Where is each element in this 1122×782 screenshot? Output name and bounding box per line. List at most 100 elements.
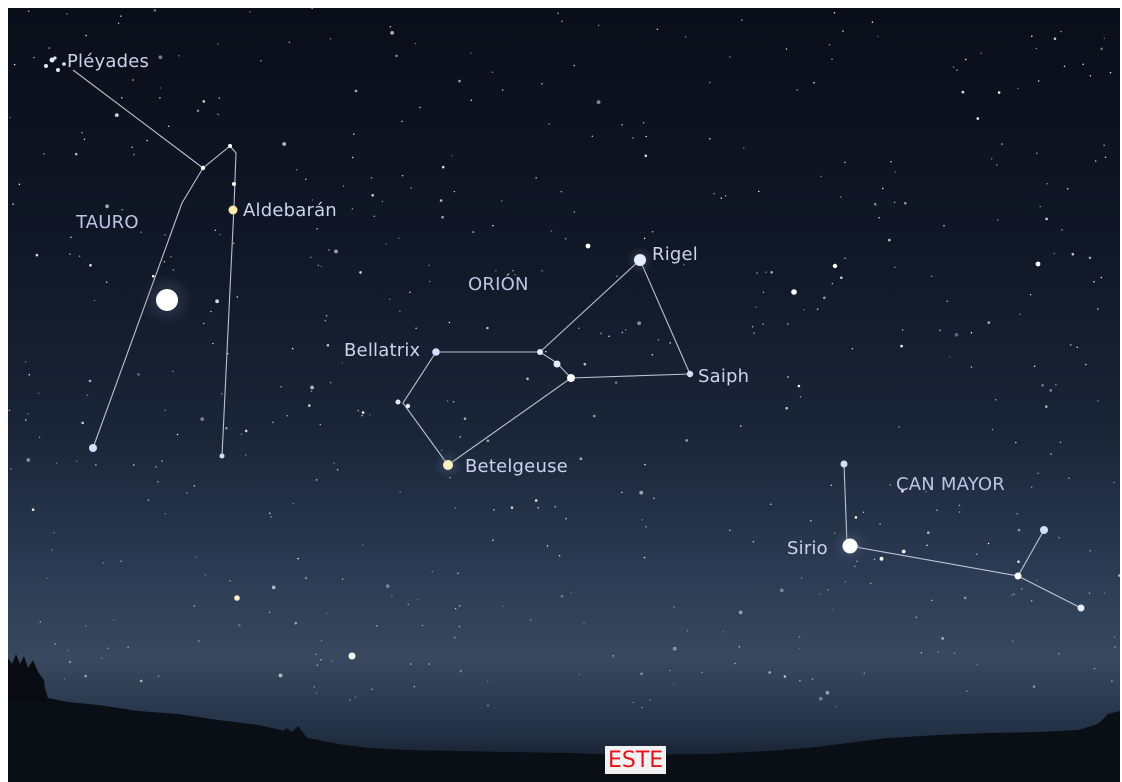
background-star	[66, 13, 68, 15]
background-star	[743, 147, 745, 149]
star-bellatrix	[432, 348, 440, 356]
background-star	[1020, 588, 1023, 590]
background-star	[409, 663, 412, 665]
background-star	[373, 215, 376, 218]
background-star	[315, 692, 318, 694]
background-star	[361, 411, 365, 414]
star-orion-head-1	[395, 399, 401, 405]
background-star	[1089, 550, 1091, 552]
background-star	[454, 507, 457, 510]
background-star	[643, 556, 646, 559]
background-star	[904, 201, 907, 205]
background-star	[139, 679, 143, 683]
background-star	[570, 591, 572, 594]
background-star	[550, 230, 553, 232]
background-star	[722, 630, 724, 633]
background-star	[132, 79, 134, 81]
star-bright-2	[234, 595, 240, 601]
background-star	[39, 621, 42, 623]
background-star	[1037, 80, 1040, 82]
background-star	[1100, 276, 1103, 279]
background-star	[316, 664, 319, 666]
background-star	[578, 673, 580, 676]
background-star	[294, 621, 298, 625]
background-star	[669, 669, 671, 672]
background-star	[583, 622, 585, 624]
background-star	[1097, 308, 1099, 310]
background-star	[729, 56, 731, 58]
star-orion-belt-3	[567, 374, 575, 382]
background-star	[492, 539, 494, 542]
background-star	[370, 177, 373, 179]
background-star	[441, 165, 445, 169]
background-star	[970, 332, 973, 334]
star-pleyades-5	[53, 56, 57, 60]
background-star	[901, 549, 906, 554]
background-star	[686, 629, 689, 632]
background-star	[930, 275, 933, 278]
background-star	[649, 698, 651, 701]
background-star	[260, 60, 262, 62]
background-star	[413, 685, 416, 688]
background-star	[1015, 441, 1017, 444]
background-star	[310, 390, 313, 392]
background-star	[458, 605, 461, 607]
background-star	[741, 19, 743, 21]
background-star	[936, 509, 938, 511]
background-star	[1109, 71, 1112, 74]
background-star	[873, 202, 877, 206]
star-bright-4	[585, 243, 591, 249]
background-star	[236, 296, 239, 298]
background-star	[738, 610, 743, 615]
star-bright-1	[348, 652, 356, 660]
background-star	[545, 350, 547, 353]
orion-body	[402, 351, 572, 466]
background-star	[70, 236, 72, 238]
background-star	[164, 409, 166, 411]
background-star	[105, 204, 109, 209]
orion-arm	[539, 259, 691, 375]
can-mayor-label: CAN MAYOR	[896, 474, 1006, 495]
background-star	[641, 706, 643, 709]
background-star	[157, 480, 159, 483]
background-star	[371, 194, 375, 197]
background-star	[164, 233, 166, 236]
background-star	[640, 672, 643, 676]
star-pleyades-1	[49, 57, 55, 63]
background-star	[25, 419, 27, 421]
background-star	[683, 264, 685, 266]
background-star	[155, 466, 157, 468]
background-star	[565, 517, 567, 520]
background-star	[271, 585, 276, 590]
background-star	[825, 690, 830, 695]
background-star	[196, 109, 200, 113]
background-star	[85, 624, 87, 627]
background-star	[451, 154, 454, 157]
background-star	[186, 492, 188, 494]
background-star	[486, 439, 490, 443]
background-star	[541, 269, 543, 272]
background-star	[797, 384, 801, 388]
background-star	[297, 557, 299, 560]
background-star	[95, 464, 97, 466]
background-star	[685, 439, 688, 442]
background-star	[976, 553, 978, 556]
background-star	[27, 10, 30, 13]
background-star	[844, 581, 847, 583]
background-star	[351, 208, 354, 210]
background-star	[428, 264, 431, 267]
background-star	[888, 238, 891, 242]
tree-silhouette	[8, 654, 46, 702]
background-star	[583, 362, 587, 366]
background-star	[268, 611, 271, 613]
background-star	[863, 672, 866, 675]
star-can-mayor-3	[1014, 572, 1022, 580]
background-star	[304, 576, 308, 580]
background-star	[453, 190, 456, 193]
background-star	[785, 406, 788, 410]
background-star	[216, 113, 219, 115]
background-star	[901, 329, 904, 331]
background-star	[37, 392, 40, 394]
background-star	[751, 325, 754, 328]
background-star	[851, 347, 854, 350]
